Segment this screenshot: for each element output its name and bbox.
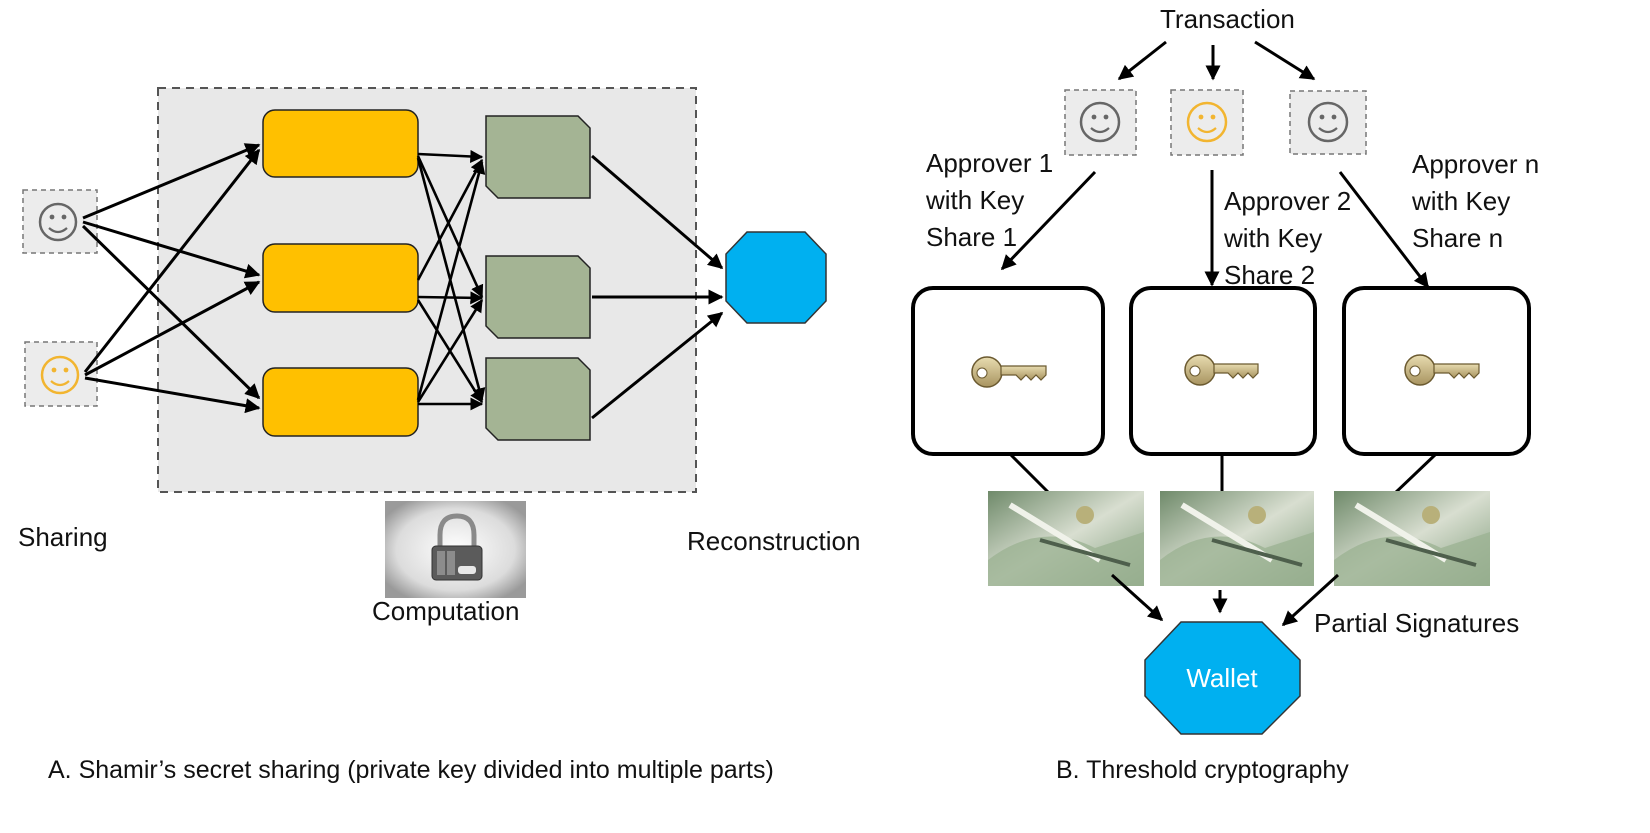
key-box [1129,286,1317,456]
key-icon [1404,354,1480,386]
arrows-sharing [81,143,261,414]
label-approver-2: Approver 2 with Key Share 2 [1223,186,1358,290]
label-sharing: Sharing [18,522,108,552]
arrows-signatures [1110,573,1340,627]
computation-region [157,87,697,493]
connector-lines [1008,452,1438,496]
share-box [262,243,419,313]
signing-photo [1160,491,1314,586]
caption-a: A. Shamir’s secret sharing (private key … [48,756,774,784]
key-box [911,286,1105,456]
label-approver-n: Approver n with Key Share n [1411,149,1546,253]
label-approver-1: Approver 1 with Key Share 1 [925,148,1060,252]
wallet-octagon [1144,621,1301,735]
arrows-transaction [1117,40,1316,81]
key-box [1342,286,1531,456]
label-partial-signatures: Partial Signatures [1314,608,1519,638]
key-icon [1184,354,1259,386]
arrows-reconstruction [591,154,724,420]
caption-b: B. Threshold cryptography [1056,756,1349,784]
key-icon [971,356,1047,388]
wallet-label: Wallet [1186,663,1258,693]
reconstruction-octagon [725,231,827,324]
share-box [262,367,419,437]
arrows-computation [416,149,486,411]
padlock-icon [385,501,526,598]
arrows-approvers [1000,170,1430,289]
label-computation: Computation [372,596,519,626]
signing-photo [988,491,1144,586]
share-box [262,109,419,178]
label-reconstruction: Reconstruction [687,526,860,556]
smiley-icon [1064,89,1137,156]
smiley-icon [1289,90,1367,155]
green-box [485,115,591,199]
signing-photo [1334,491,1490,586]
panel-b: Transaction [911,4,1546,784]
label-transaction: Transaction [1160,4,1295,34]
smiley-icon [1170,89,1244,156]
panel-a: Sharing Computation Reconstruction A. Sh… [18,87,860,784]
green-box [485,357,591,441]
green-box [485,255,591,339]
